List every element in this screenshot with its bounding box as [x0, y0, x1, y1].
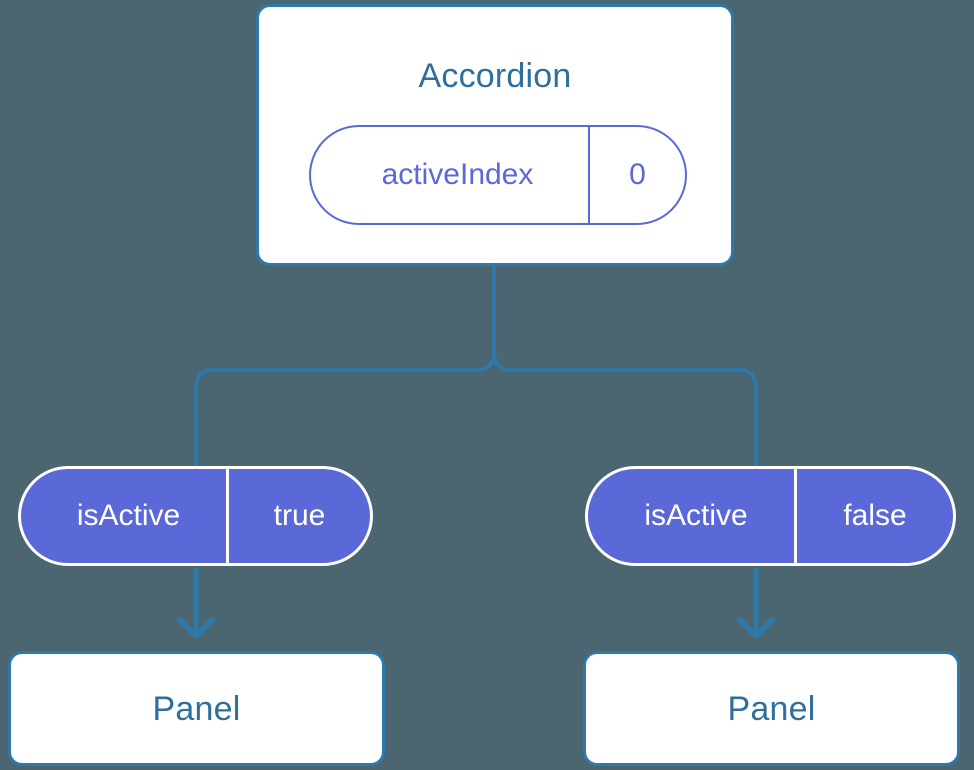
- activeindex-prop-name: activeIndex: [381, 158, 534, 191]
- right-panel-title: Panel: [727, 689, 816, 728]
- connector-left-branch: [194, 264, 496, 468]
- arrow-left-head: [176, 616, 216, 639]
- right-isactive-prop-value: false: [794, 469, 953, 563]
- right-panel-card[interactable]: Panel: [583, 651, 960, 766]
- right-isactive-prop-name: isActive: [644, 499, 748, 532]
- connector-right-branch: [492, 350, 758, 468]
- accordion-component-card[interactable]: Accordion activeIndex 0: [256, 4, 734, 266]
- left-panel-title: Panel: [152, 689, 241, 728]
- left-isactive-prop-pill[interactable]: isActive true: [18, 466, 373, 566]
- left-isactive-prop-value: true: [226, 469, 370, 563]
- activeindex-prop-pill[interactable]: activeIndex 0: [309, 125, 687, 225]
- arrow-right-head: [736, 616, 776, 639]
- left-panel-card[interactable]: Panel: [8, 651, 385, 766]
- activeindex-prop-value: 0: [588, 127, 685, 223]
- right-isactive-prop-pill[interactable]: isActive false: [585, 466, 956, 566]
- accordion-title: Accordion: [418, 57, 572, 95]
- left-isactive-prop-name: isActive: [76, 499, 181, 532]
